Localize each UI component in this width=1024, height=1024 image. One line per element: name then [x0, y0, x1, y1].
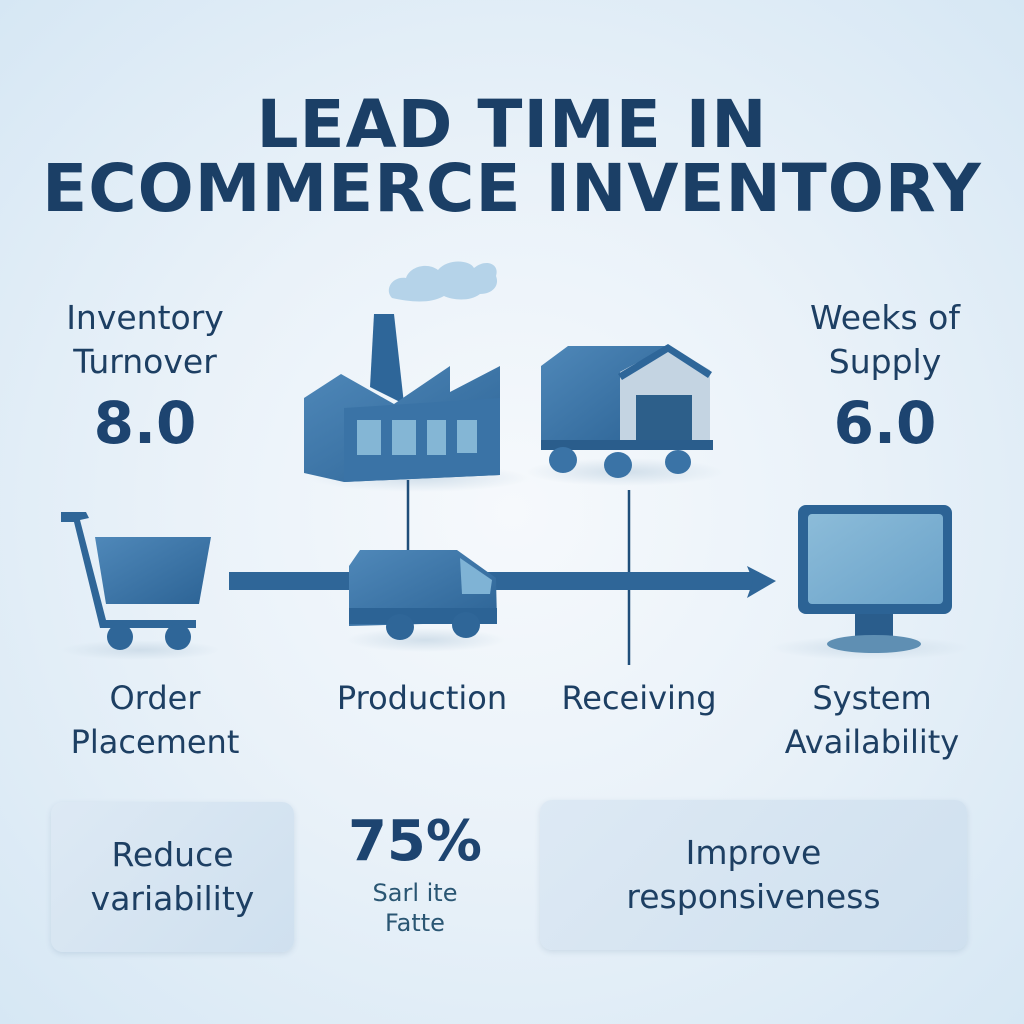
- stage-system-availability: System Availability: [762, 676, 982, 764]
- title-line-2: ECOMMERCE INVENTORY: [42, 150, 982, 227]
- box-text: Reduce: [111, 835, 234, 874]
- stage-label: Production: [336, 679, 508, 717]
- stage-label: Order: [109, 679, 201, 717]
- metric-label: Weeks of: [810, 298, 960, 337]
- percentage-caption: Fatte: [385, 909, 445, 937]
- inventory-turnover-metric: Inventory Turnover 8.0: [40, 296, 250, 456]
- stage-order-placement: Order Placement: [40, 676, 270, 764]
- metric-label: Supply: [828, 342, 942, 381]
- title-line-1: LEAD TIME IN: [256, 86, 768, 163]
- stage-production: Production: [312, 676, 532, 720]
- weeks-of-supply-metric: Weeks of Supply 6.0: [780, 296, 990, 456]
- metric-label: Turnover: [73, 342, 217, 381]
- percentage-caption: Sarl ite: [372, 879, 458, 907]
- flow-arrow-icon: [229, 566, 776, 598]
- shopping-cart-icon: [60, 512, 220, 660]
- stage-label: Receiving: [561, 679, 717, 717]
- percentage-value: 75%: [347, 809, 483, 874]
- metric-value: 8.0: [93, 389, 197, 457]
- warehouse-truck-icon: [525, 344, 725, 486]
- monitor-icon: [770, 505, 970, 660]
- stage-label: Availability: [784, 723, 960, 761]
- delivery-van-icon: [345, 550, 505, 652]
- stage-receiving: Receiving: [534, 676, 744, 720]
- service-rate-metric: 75% Sarl ite Fatte: [330, 812, 500, 938]
- box-text: Improve: [685, 833, 822, 872]
- factory-icon: [304, 314, 530, 492]
- stage-label: System: [812, 679, 932, 717]
- reduce-variability-box: Reduce variability: [51, 802, 294, 952]
- stage-label: Placement: [70, 723, 240, 761]
- box-text: variability: [90, 879, 255, 918]
- metric-label: Inventory: [66, 298, 224, 337]
- metric-value: 6.0: [833, 389, 937, 457]
- improve-responsiveness-box: Improve responsiveness: [540, 800, 967, 950]
- smoke-cloud-icon: [388, 261, 498, 302]
- box-text: responsiveness: [626, 877, 881, 916]
